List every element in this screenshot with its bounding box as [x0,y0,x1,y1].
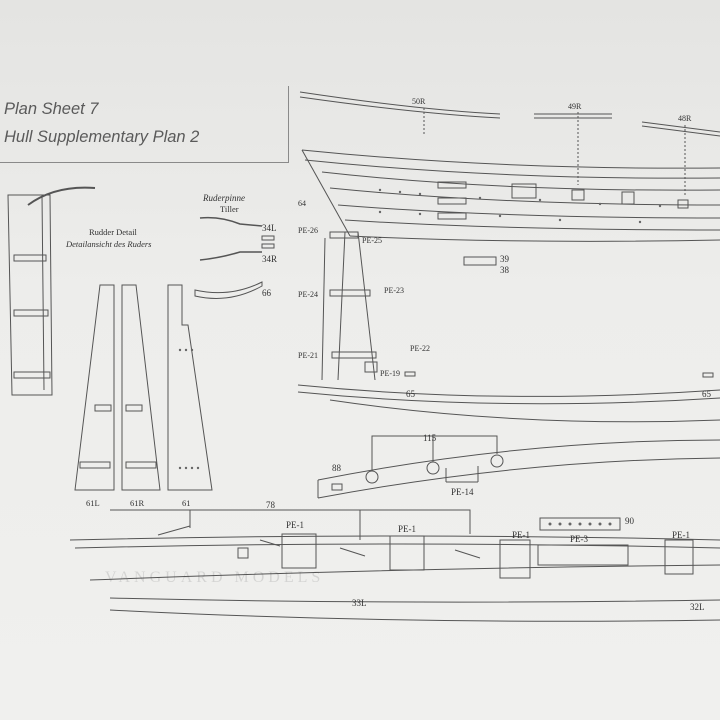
tiller-34l [199,216,263,227]
label-pe26: PE-26 [298,226,318,235]
label-49r: 49R [568,102,582,111]
rudder-61r [121,284,161,491]
rudder-61 [167,284,213,491]
sheet-title: Plan Sheet 7 [4,100,99,118]
label-pe23: PE-23 [384,286,404,295]
sheet-subtitle: Hull Supplementary Plan 2 [4,128,200,146]
label-61r: 61R [130,498,145,508]
rudder-title-en: Rudder Detail [89,227,138,237]
label-pe22: PE-22 [410,344,430,353]
label-pe1-a: PE-1 [286,520,304,530]
label-88: 88 [332,463,342,473]
rivet-dots [178,188,662,526]
label-61: 61 [182,498,191,508]
label-65b: 65 [702,389,712,399]
label-33l: 33L [352,598,367,608]
title-block: Plan Sheet 7 Hull Supplementary Plan 2 [0,86,289,163]
label-48r: 48R [678,114,692,123]
tiller-34r [199,251,262,261]
label-pe14: PE-14 [451,487,474,497]
label-65a: 65 [406,389,416,399]
label-38: 38 [500,265,510,275]
label-61l: 61L [86,498,100,508]
label-pe25: PE-25 [362,236,382,245]
lower-hull [69,535,720,541]
label-pe24: PE-24 [298,290,318,299]
label-78: 78 [266,500,276,510]
label-50r: 50R [412,97,426,106]
label-pe21: PE-21 [298,351,318,360]
rudder-61l [74,284,115,491]
watermark: VANGUARD MODELS [105,569,324,586]
label-115: 115 [423,433,437,443]
label-pe19: PE-19 [380,369,400,378]
label-64: 64 [298,199,306,208]
label-pe3: PE-3 [570,534,589,544]
label-pe1-b: PE-1 [398,524,416,534]
rudder-title-de: Detailansicht des Ruders [65,239,152,249]
label-32l: 32L [690,602,705,612]
label-39: 39 [500,254,510,264]
label-pe1-c: PE-1 [512,530,530,540]
label-pe1-d: PE-1 [672,530,690,540]
hull-upper-edge [301,149,720,169]
label-66: 66 [262,288,272,298]
tiller-title-en: Tiller [220,204,239,214]
rudder-assembly [7,194,53,396]
strip-48r [641,121,720,137]
strip-49r [534,113,612,119]
label-90: 90 [625,516,635,526]
strip-50r [299,91,501,115]
part-38-39 [463,256,497,266]
label-34r: 34R [262,254,277,264]
tiller-title-de: Ruderpinne [202,193,245,203]
label-34l: 34L [262,223,277,233]
port-strip [437,181,467,189]
tiller-66 [194,281,263,299]
